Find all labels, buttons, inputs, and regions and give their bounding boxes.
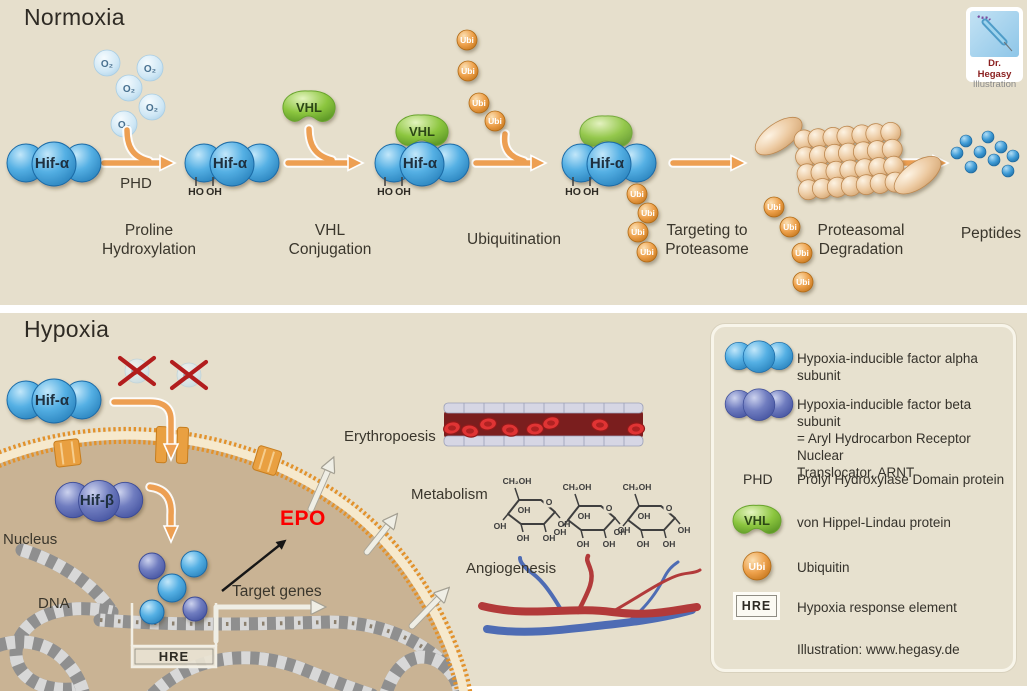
normoxia-panel xyxy=(0,0,1027,305)
legend-hre-text: Hypoxia response element xyxy=(797,600,957,615)
epo-label: EPO xyxy=(280,507,326,530)
erythropoesis-label: Erythropoesis xyxy=(344,428,436,445)
hypoxia-title: Hypoxia xyxy=(24,316,110,342)
step-ubiquitination: Ubiquitination xyxy=(467,231,561,248)
logo-name: Dr. Hegasy xyxy=(977,58,1012,80)
step-vhl-conjugation: VHL Conjugation xyxy=(288,222,372,258)
nucleus-label: Nucleus xyxy=(3,531,58,548)
logo-pen-icon xyxy=(970,11,1019,57)
normoxia-title: Normoxia xyxy=(24,4,125,30)
step-peptides: Peptides xyxy=(960,225,1022,242)
step-proline-hydroxylation: Proline Hydroxylation xyxy=(102,222,196,258)
phd-label: PHD xyxy=(120,175,152,192)
legend-ubi-text: Ubiquitin xyxy=(797,560,850,575)
legend-hif-beta-text: Hypoxia-inducible factor beta subunit = … xyxy=(797,397,972,480)
legend-phd-key: PHD xyxy=(743,471,773,487)
legend-phd-text: Prolyl Hydroxylase Domain protein xyxy=(797,472,1005,487)
panel-divider xyxy=(0,686,1027,691)
target-genes-label: Target genes xyxy=(232,583,322,600)
angiogenesis-label: Angiogenesis xyxy=(466,560,557,577)
illustrator-logo: Dr. Hegasy Illustration xyxy=(966,7,1023,90)
logo-subtitle: Illustration xyxy=(972,79,1017,90)
legend-vhl-text: von Hippel-Lindau protein xyxy=(797,515,951,530)
step-targeting-proteasome: Targeting to Proteasome xyxy=(665,222,749,258)
legend-hre-icon: HRE xyxy=(736,595,777,617)
legend-hif-alpha-text: Hypoxia-inducible factor alpha subunit xyxy=(797,351,978,383)
step-proteasomal-degradation: Proteasomal Degradation xyxy=(817,222,905,258)
legend-credit: Illustration: www.hegasy.de xyxy=(797,642,960,657)
dna-label: DNA xyxy=(38,595,70,612)
metabolism-label: Metabolism xyxy=(411,486,488,503)
